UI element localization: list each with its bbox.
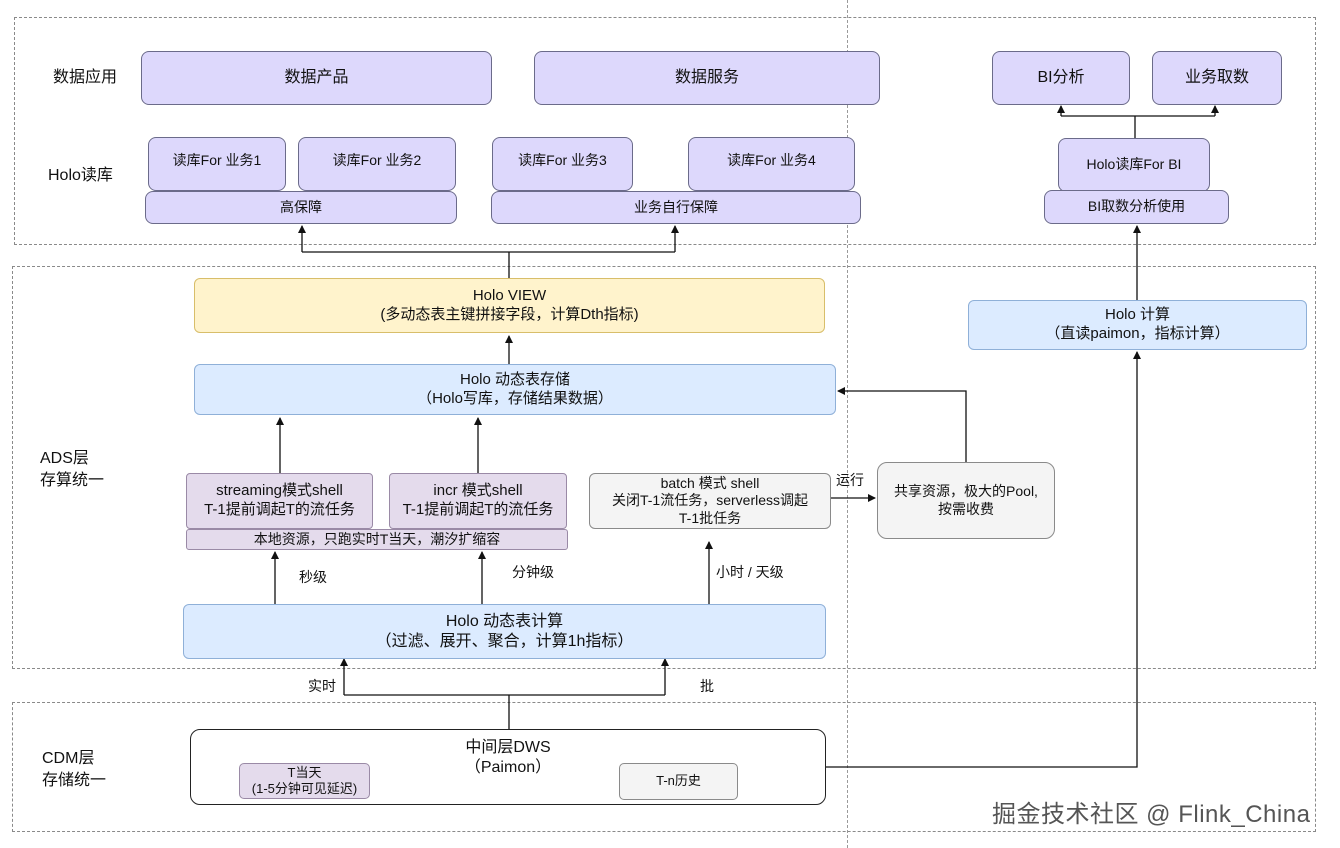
layer-label-ads: ADS层 存算统一 <box>40 448 104 491</box>
read-db-biz3-box: 读库For 业务3 <box>492 137 633 191</box>
watermark-text: 掘金技术社区 @ Flink_China <box>992 801 1311 828</box>
local-resource-bar: 本地资源，只跑实时T当天，潮汐扩缩容 <box>186 529 568 550</box>
holo-compute-box: Holo 动态表计算 （过滤、展开、聚合，计算1h指标） <box>183 604 826 659</box>
incr-shell-box: incr 模式shell T-1提前调起T的流任务 <box>389 473 567 529</box>
batch-shell-line1: batch 模式 shell <box>660 474 760 491</box>
dws-today-badge: T当天 (1-5分钟可见延迟) <box>239 763 370 799</box>
run-label: 运行 <box>836 472 864 488</box>
realtime-flow-label: 实时 <box>308 678 336 694</box>
read-db-biz4-box: 读库For 业务4 <box>688 137 855 191</box>
incr-shell-line1: incr 模式shell <box>433 482 523 500</box>
layer-label-cdm-line2: 存储统一 <box>42 771 107 789</box>
incr-shell-line2: T-1提前调起T的流任务 <box>402 501 554 518</box>
zone-cdm <box>12 702 1316 832</box>
batch-shell-line2: 关闭T-1流任务，serverless调起 <box>611 492 809 509</box>
bi-use-bar: BI取数分析使用 <box>1044 190 1229 224</box>
dws-today-line1: T当天 <box>287 765 322 781</box>
holo-view-title: Holo VIEW <box>472 286 547 304</box>
streaming-shell-line2: T-1提前调起T的流任务 <box>204 501 355 518</box>
holo-calc-bi-desc: （直读paimon，指标计算） <box>1045 325 1230 342</box>
vertical-divider <box>847 0 848 848</box>
latency-minute-label: 分钟级 <box>512 564 554 580</box>
bi-analysis-box: BI分析 <box>992 51 1130 105</box>
dws-title: 中间层DWS <box>465 739 551 756</box>
holo-read-bi-box: Holo读库For BI <box>1058 138 1210 192</box>
layer-label-cdm: CDM层 存储统一 <box>42 748 106 791</box>
layer-label-application: 数据应用 <box>53 69 118 86</box>
latency-hour-day-label: 小时 / 天级 <box>716 564 784 580</box>
latency-second-label: 秒级 <box>299 569 327 585</box>
holo-view-desc: (多动态表主键拼接字段，计算Dth指标) <box>380 305 639 323</box>
layer-label-ads-line1: ADS层 <box>40 450 89 467</box>
shared-pool-line2: 按需收费 <box>938 500 994 517</box>
holo-view-box: Holo VIEW (多动态表主键拼接字段，计算Dth指标) <box>194 278 825 333</box>
high-guarantee-bar: 高保障 <box>145 191 457 224</box>
shared-pool-line1: 共享资源，极大的Pool, <box>894 483 1038 499</box>
biz-fetch-box: 业务取数 <box>1152 51 1282 105</box>
data-product-box: 数据产品 <box>141 51 492 105</box>
streaming-shell-line1: streaming模式shell <box>216 482 343 500</box>
layer-label-cdm-line1: CDM层 <box>42 750 95 767</box>
batch-shell-line3: T-1批任务 <box>678 509 742 526</box>
self-guarantee-bar: 业务自行保障 <box>491 191 861 224</box>
dws-today-line2: (1-5分钟可见延迟) <box>251 781 358 796</box>
read-db-biz1-box: 读库For 业务1 <box>148 137 286 191</box>
streaming-shell-box: streaming模式shell T-1提前调起T的流任务 <box>186 473 373 529</box>
holo-storage-box: Holo 动态表存储 （Holo写库，存储结果数据） <box>194 364 836 415</box>
holo-compute-title: Holo 动态表计算 <box>445 612 564 630</box>
read-db-biz2-box: 读库For 业务2 <box>298 137 456 191</box>
layer-label-ads-line2: 存算统一 <box>40 471 105 489</box>
dws-subtitle: （Paimon） <box>464 759 552 776</box>
holo-calc-bi-box: Holo 计算 （直读paimon，指标计算） <box>968 300 1307 350</box>
layer-label-holo-read: Holo读库 <box>48 167 113 184</box>
batch-shell-box: batch 模式 shell 关闭T-1流任务，serverless调起 T-1… <box>589 473 831 529</box>
data-service-box: 数据服务 <box>534 51 880 105</box>
zone-application <box>14 17 1316 245</box>
dws-history-badge: T-n历史 <box>619 763 738 800</box>
shared-pool-box: 共享资源，极大的Pool, 按需收费 <box>877 462 1055 539</box>
holo-storage-desc: （Holo写库，存储结果数据） <box>417 389 613 407</box>
holo-storage-title: Holo 动态表存储 <box>459 370 571 388</box>
batch-flow-label: 批 <box>700 678 714 694</box>
holo-calc-bi-title: Holo 计算 <box>1104 306 1171 324</box>
holo-compute-desc: （过滤、展开、聚合，计算1h指标） <box>375 632 634 650</box>
zone-ads <box>12 266 1316 669</box>
